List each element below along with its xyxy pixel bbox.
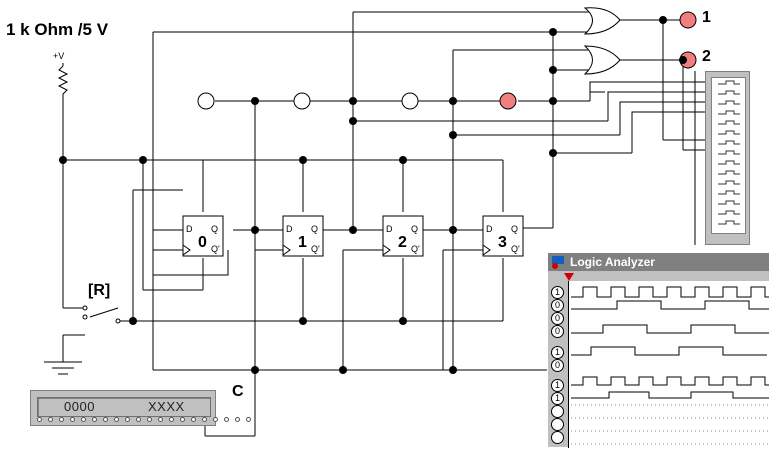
indicator-lamp-3 [499, 92, 517, 110]
flipflop-3-qbar-label: Q' [511, 244, 520, 254]
flipflop-0-qbar-label: Q' [211, 244, 220, 254]
flipflop-2-qbar-label: Q' [411, 244, 420, 254]
analyzer-channel-11 [551, 431, 564, 444]
flipflop-0-number: 0 [198, 234, 207, 251]
clock-label: C [232, 383, 244, 400]
analyzer-waveforms [571, 286, 769, 445]
logic-analyzer-window[interactable]: Logic Analyzer 1 0 0 0 1 0 1 1 [547, 252, 769, 448]
indicator-lamp-1 [293, 92, 311, 110]
flipflop-3-q-label: Q [511, 224, 519, 234]
analyzer-channel-4: 0 [551, 325, 564, 338]
flipflop-2-d-label: D [386, 224, 393, 234]
logic-analyzer-titlebar[interactable]: Logic Analyzer [548, 253, 769, 271]
analyzer-channel-6: 0 [551, 359, 564, 372]
vcc-label: +V [53, 51, 65, 61]
or-gate-2 [583, 45, 621, 75]
analyzer-window-icon [552, 256, 564, 269]
output-2-label: 2 [702, 48, 711, 65]
reset-switch-label[interactable]: [R] [88, 282, 111, 299]
analyzer-terminal-block[interactable] [705, 71, 750, 245]
counter-screen: 0000 XXXX [37, 397, 211, 417]
counter-display[interactable]: 0000 XXXX [30, 390, 251, 426]
logic-analyzer-title: Logic Analyzer [570, 255, 655, 269]
flipflop-1-d-label: D [286, 224, 293, 234]
counter-value-2: XXXX [148, 399, 185, 414]
counter-value: 0000 [64, 399, 95, 414]
flipflop-1-q-label: Q [311, 224, 319, 234]
analyzer-channel-2: 0 [551, 299, 564, 312]
analyzer-channel-5: 1 [551, 346, 564, 359]
flipflop-2-q-label: Q [411, 224, 419, 234]
indicator-lamp-0 [197, 92, 215, 110]
flipflop-3-number: 3 [498, 234, 507, 251]
terminal-waveform-icon [718, 80, 740, 225]
output-lamp-1 [679, 11, 697, 29]
output-1-label: 1 [702, 9, 711, 26]
or-gate-1 [583, 7, 621, 35]
indicator-lamp-2 [401, 92, 419, 110]
flipflop-0-d-label: D [186, 224, 193, 234]
analyzer-channel-7: 1 [551, 379, 564, 392]
circuit-title: 1 k Ohm /5 V [6, 20, 109, 39]
analyzer-channel-8: 1 [551, 392, 564, 405]
analyzer-terminal-pins [711, 77, 746, 234]
flipflop-0-q-label: Q [211, 224, 219, 234]
flipflop-1-number: 1 [298, 234, 307, 251]
flipflop-2-number: 2 [398, 234, 407, 251]
counter-pins [37, 417, 251, 422]
flipflop-3-d-label: D [486, 224, 493, 234]
analyzer-channel-10 [551, 418, 564, 431]
analyzer-channel-9 [551, 405, 564, 418]
analyzer-channel-3: 0 [551, 312, 564, 325]
flipflop-1-qbar-label: Q' [311, 244, 320, 254]
trigger-marker-icon[interactable] [564, 273, 574, 281]
analyzer-waveform-plot[interactable] [568, 281, 769, 448]
analyzer-channel-1: 1 [551, 286, 564, 299]
